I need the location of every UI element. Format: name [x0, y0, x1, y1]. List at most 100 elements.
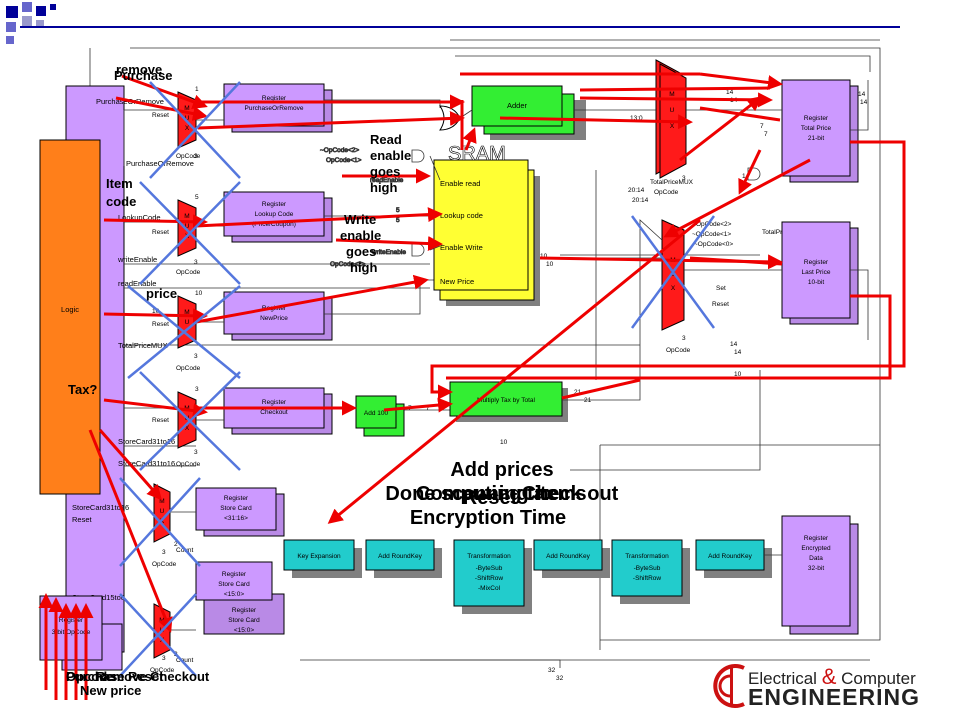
ann-done-scanning: Done scanning items: [385, 483, 586, 505]
svg-text:Register: Register: [232, 607, 257, 614]
svg-text:3: 3: [162, 549, 166, 556]
svg-text:OpCode<2>: OpCode<2>: [330, 261, 366, 268]
sig-read-enable: readEnable: [118, 279, 156, 288]
svg-text:Transformation: Transformation: [625, 553, 669, 560]
svg-text:3: 3: [194, 259, 198, 266]
key-expansion-label: Key Expansion: [297, 553, 341, 560]
svg-text:5: 5: [396, 207, 400, 214]
sram-title: SRAM: [448, 143, 506, 165]
svg-text:Store Card: Store Card: [220, 505, 252, 512]
svg-text:-ShiftRow: -ShiftRow: [475, 575, 503, 582]
svg-text:U: U: [670, 107, 675, 114]
svg-text:3: 3: [195, 386, 199, 393]
svg-text:3: 3: [194, 153, 198, 160]
svg-text:Register: Register: [262, 201, 287, 208]
ann-encryption-time: Encryption Time: [410, 507, 566, 529]
svg-text:X: X: [671, 285, 676, 292]
sig-purchase-or-remove-2: PurchaseOrRemove: [126, 159, 194, 168]
svg-text:Store Card: Store Card: [228, 617, 260, 624]
svg-text:Multiply Tax by Total: Multiply Tax by Total: [477, 397, 535, 404]
svg-text:21: 21: [584, 397, 592, 404]
ann-purchase: Purchase: [114, 68, 173, 83]
svg-text:X: X: [185, 425, 190, 432]
svg-text:3: 3: [682, 175, 686, 182]
svg-text:14: 14: [730, 341, 738, 348]
svg-text:14: 14: [858, 91, 866, 98]
svg-text:M: M: [184, 213, 189, 220]
svg-text:Register: Register: [59, 617, 84, 624]
mux-newprice: M U: [177, 295, 197, 349]
ann-item-code-2: code: [106, 194, 136, 209]
svg-text:20:14: 20:14: [628, 187, 645, 194]
svg-text:writeEnable: writeEnable: [371, 249, 406, 256]
svg-text:10: 10: [195, 290, 203, 297]
mux-opcode-labels: OpCode OpCode OpCode OpCode OpCode OpCod…: [150, 86, 203, 674]
svg-text:3-bit OpCode: 3-bit OpCode: [52, 629, 91, 636]
svg-text:21-bit: 21-bit: [808, 135, 824, 142]
svg-text:M: M: [184, 309, 189, 316]
logic-block: Logic: [39, 85, 125, 653]
blue-cross-marks: [119, 81, 716, 677]
svg-text:OpCode: OpCode: [176, 269, 201, 276]
svg-text:7: 7: [764, 131, 768, 138]
svg-text:10: 10: [546, 261, 554, 268]
ann-tax: Tax?: [68, 382, 97, 397]
svg-text:U: U: [185, 319, 190, 326]
svg-text:Encrypted: Encrypted: [801, 545, 831, 552]
svg-text:14: 14: [860, 99, 868, 106]
ann-remove: remove: [116, 62, 162, 77]
svg-text:U: U: [185, 223, 190, 230]
svg-text:U: U: [671, 271, 676, 278]
svg-text:7: 7: [426, 405, 430, 412]
svg-text:OpCode: OpCode: [152, 561, 177, 568]
svg-text:21: 21: [574, 389, 582, 396]
svg-text:13:0: 13:0: [630, 115, 643, 122]
svg-text:X: X: [160, 518, 165, 525]
svg-text:TotalPrice: TotalPrice: [762, 229, 791, 236]
mux-checkout: M U X: [177, 391, 197, 449]
svg-text:3: 3: [682, 335, 686, 342]
svg-text:1: 1: [742, 173, 746, 180]
svg-text:Checkout: Checkout: [260, 409, 288, 416]
red-highlight-arrows: [38, 72, 906, 700]
svg-text:Lookup Code: Lookup Code: [255, 211, 294, 218]
svg-text:<31:16>: <31:16>: [224, 515, 248, 522]
svg-text:Total Price: Total Price: [801, 125, 832, 132]
svg-text:-ShiftRow: -ShiftRow: [633, 575, 661, 582]
svg-text:10: 10: [540, 253, 548, 260]
svg-text:Add RoundKey: Add RoundKey: [546, 553, 590, 560]
svg-text:~OpCode<2>: ~OpCode<2>: [320, 147, 359, 154]
ann-item-code-1: Item: [106, 176, 133, 191]
register-checkout: Register Checkout: [223, 387, 333, 435]
multiply-block: Multiply Tax by Total 21 21 10: [449, 381, 592, 446]
corner-decoration: [6, 2, 900, 44]
svg-text:Add RoundKey: Add RoundKey: [378, 553, 422, 560]
register-store-card-hi: Register Store Card <31:16>: [195, 487, 285, 537]
register-store-card-lo: Register Store Card <15:0> Register Stor…: [195, 561, 285, 635]
logic-box: [39, 139, 101, 495]
ann-write-enable-1: Write: [344, 212, 376, 227]
svg-text:7: 7: [760, 123, 764, 130]
ann-read-enable-2: enable: [370, 148, 411, 163]
register-last-price: Register Last Price 10-bit 14 14 10 10 1…: [540, 221, 859, 378]
svg-text:32: 32: [556, 675, 564, 682]
sig-write-enable: writeEnable: [117, 255, 157, 264]
ann-computing-tax: Computing tax: [416, 483, 556, 505]
svg-text:(Price/Coupon): (Price/Coupon): [252, 221, 296, 228]
svg-text:Enable read: Enable read: [440, 179, 480, 188]
svg-text:1: 1: [195, 86, 199, 93]
ann-price: price: [146, 286, 177, 301]
register-encrypted-data: Register Encrypted Data 32-bit: [781, 515, 859, 635]
sig-total-price-mux: TotalPriceMUX: [118, 341, 168, 350]
logic-label: Logic: [61, 305, 79, 314]
svg-text:Last Price: Last Price: [802, 269, 831, 276]
svg-text:Add RoundKey: Add RoundKey: [708, 553, 752, 560]
svg-text:2: 2: [174, 541, 178, 548]
svg-text:OpCode: OpCode: [654, 189, 679, 196]
ann-read-enable-3: goes: [370, 164, 400, 179]
svg-text:Reset: Reset: [152, 417, 169, 424]
svg-text:Register: Register: [804, 115, 829, 122]
svg-text:10: 10: [500, 439, 508, 446]
